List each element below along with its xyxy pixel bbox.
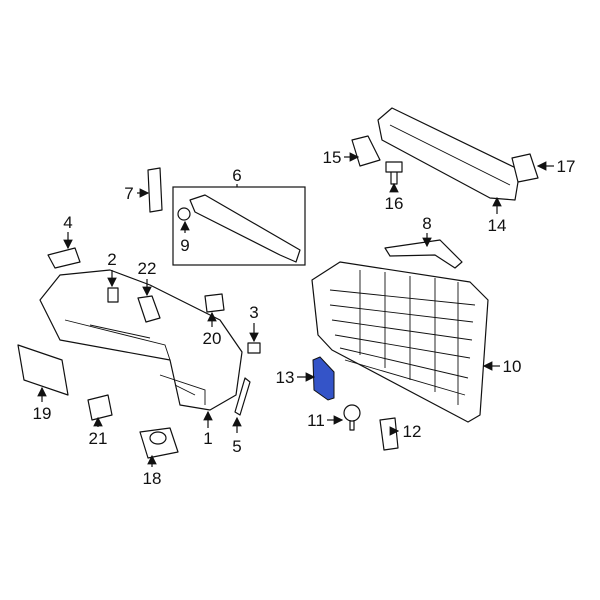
callout-21: 21 [89, 429, 108, 448]
part-10-grille[interactable] [311, 261, 489, 423]
part-8-bracket[interactable] [384, 239, 463, 269]
callout-8: 8 [422, 214, 431, 233]
part-11-bolt[interactable] [343, 404, 361, 431]
leader-lines [37, 152, 554, 467]
callout-7: 7 [124, 184, 133, 203]
callout-labels: 1 2 3 4 5 6 7 8 9 10 11 12 13 14 15 16 1… [33, 148, 576, 488]
callout-1: 1 [203, 429, 212, 448]
callout-3: 3 [249, 303, 258, 322]
part-5-molding[interactable] [234, 377, 251, 416]
callout-14: 14 [488, 216, 507, 235]
part-15-bracket[interactable] [351, 135, 381, 167]
callout-9: 9 [180, 236, 189, 255]
part-4-bracket[interactable] [47, 247, 81, 269]
callout-11: 11 [307, 411, 325, 430]
callout-6: 6 [232, 166, 241, 185]
part-6-reinforcement[interactable] [189, 194, 301, 263]
callout-13: 13 [276, 368, 295, 387]
callout-22: 22 [138, 259, 157, 278]
callout-2: 2 [107, 250, 116, 269]
callout-10: 10 [503, 357, 522, 376]
callout-19: 19 [33, 404, 52, 423]
part-21-fog-lamp[interactable] [87, 394, 113, 421]
part-18-fog-bezel[interactable] [139, 427, 179, 459]
part-20-sensor[interactable] [204, 293, 225, 313]
callout-16: 16 [385, 194, 404, 213]
callout-4: 4 [63, 213, 72, 232]
callout-20: 20 [203, 329, 222, 348]
part-7-bracket[interactable] [147, 167, 163, 213]
callout-12: 12 [403, 422, 422, 441]
part-17-bracket[interactable] [511, 153, 539, 183]
part-2-clip[interactable] [107, 287, 119, 303]
part-3-clip[interactable] [247, 342, 261, 354]
part-12-bracket[interactable] [379, 417, 399, 451]
callout-15: 15 [323, 148, 342, 167]
part-22-sensor[interactable] [137, 295, 161, 323]
part-19-license-bracket[interactable] [17, 344, 69, 396]
part-bumper-cover[interactable] [39, 269, 243, 411]
callout-17: 17 [557, 157, 576, 176]
callout-18: 18 [143, 469, 162, 488]
callout-5: 5 [232, 437, 241, 456]
part-16-clip[interactable] [385, 161, 403, 185]
part-9-clip[interactable] [177, 207, 191, 221]
part-6-group-box [172, 186, 306, 266]
part-13-highlighted-bracket[interactable] [312, 356, 335, 401]
